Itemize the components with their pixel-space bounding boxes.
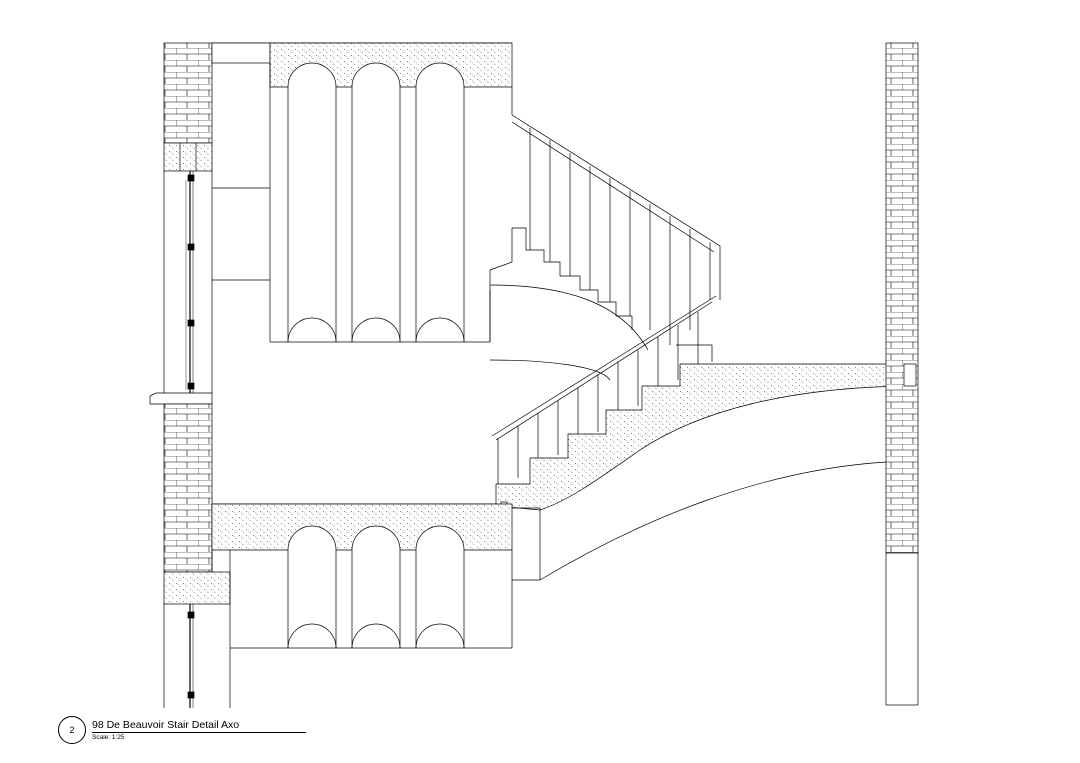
window-sill [149, 392, 213, 405]
drawing-scale: Scale: 1:25 [92, 734, 125, 741]
title-block: 2 98 De Beauvoir Stair Detail Axo Scale:… [58, 716, 306, 748]
left-wall-lower-brick [163, 403, 231, 605]
drawing-number: 2 [69, 725, 75, 735]
upper-floor-slab [211, 42, 513, 188]
lower-stair-slab [495, 363, 905, 511]
left-wall-upper-brick [163, 42, 213, 172]
drawing-number-circle [58, 716, 86, 744]
landing [676, 344, 713, 362]
stair-soffit [512, 461, 887, 581]
lower-vault-columns [230, 550, 513, 649]
right-wall-brick [885, 42, 919, 706]
upper-stair-flight [489, 114, 721, 381]
lower-floor-slab [211, 503, 513, 551]
drawing-title: 98 De Beauvoir Stair Detail Axo [92, 719, 240, 731]
left-window-lower [163, 604, 231, 708]
title-underline [92, 732, 306, 733]
left-window-upper [163, 171, 270, 393]
upper-vault-columns [269, 87, 513, 343]
